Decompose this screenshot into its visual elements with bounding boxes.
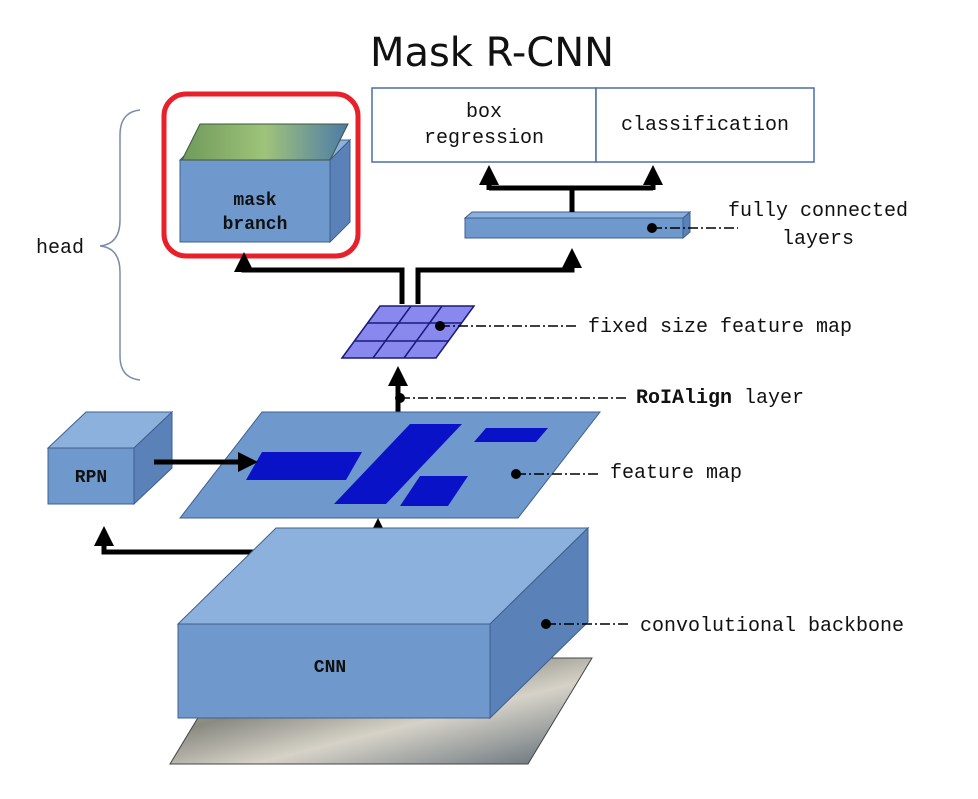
box-regression-box (371, 87, 597, 163)
roi-box (474, 428, 548, 442)
diagram-title: Mask R-CNN (370, 30, 614, 76)
mask-photo-thumbnail (181, 123, 349, 161)
box-regression-label-1: box (466, 101, 502, 124)
box-regression-label-2: regression (424, 127, 544, 150)
feature-map-label: feature map (610, 462, 742, 485)
cnn-block: CNN (176, 526, 590, 720)
convolutional-backbone-label: convolutional backbone (640, 615, 904, 638)
classification-label: classification (621, 114, 789, 137)
roi-box (400, 476, 468, 506)
arrow-icon (415, 248, 582, 304)
fully-connected-label-1: fully connected (728, 200, 908, 223)
mask-branch-label-1: mask (233, 191, 276, 211)
mask-branch-highlight (161, 91, 361, 259)
fully-connected-label-2: layers (782, 228, 854, 251)
roialign-label: RoIAlign layer (636, 387, 804, 410)
mask-branch-block: mask branch (178, 123, 352, 244)
roi-box (246, 452, 362, 480)
fixed-size-feature-map (340, 305, 476, 359)
arrow-icon (234, 252, 405, 304)
fixed-size-feature-map-label: fixed size feature map (588, 316, 852, 339)
fc-output-arrows (479, 165, 663, 212)
output-boxes: box regression classification (371, 87, 815, 163)
head-label: head (36, 237, 84, 260)
roi-box (334, 424, 462, 504)
rpn-label: RPN (75, 468, 107, 488)
cnn-label: CNN (314, 658, 346, 678)
mask-branch-label-2: branch (223, 215, 288, 235)
rpn-block: RPN (46, 410, 174, 506)
curly-brace-icon (99, 109, 141, 381)
classification-box (595, 87, 815, 163)
head-input-arrows (234, 248, 582, 304)
fully-connected-bar (463, 210, 692, 240)
feature-map-plane (178, 411, 602, 519)
